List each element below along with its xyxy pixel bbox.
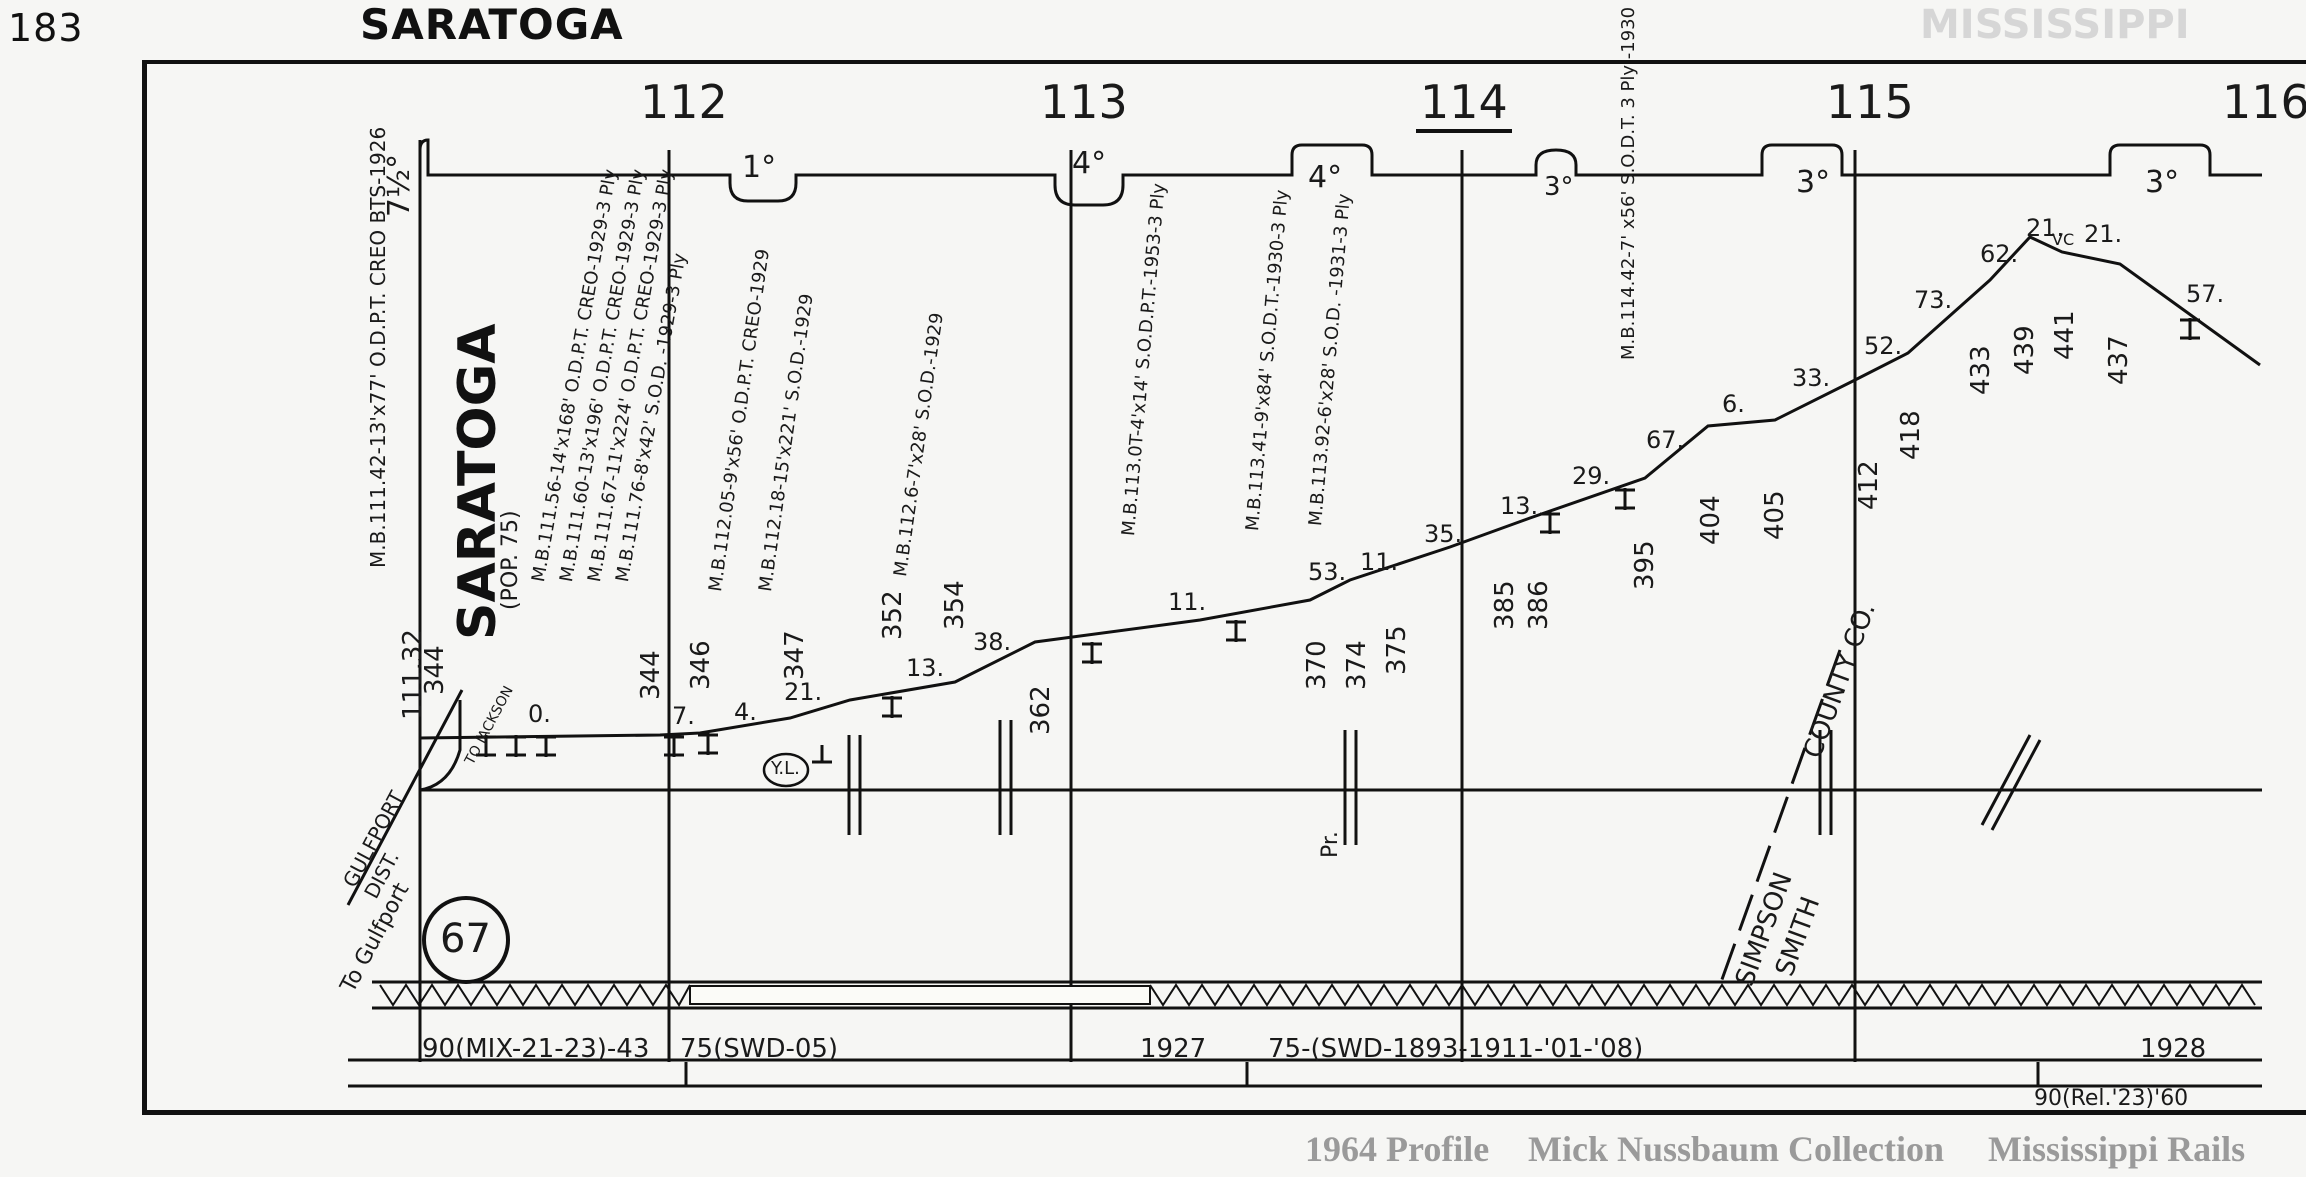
milepost-114: 114 <box>1416 75 1512 133</box>
curve-label-3: 4° <box>1308 160 1343 195</box>
elevation-11: 385 <box>1490 580 1520 630</box>
milepost-115: 115 <box>1826 75 1914 129</box>
curve-label-5: 3° <box>1796 165 1831 200</box>
grade-4: 21. <box>784 678 823 706</box>
rail-footnote: 90(Rel.'23)'60 <box>2034 1086 2189 1111</box>
elevation-19: 439 <box>2010 325 2040 375</box>
bridge-note-12: M.B.114.42-7' x56' S.O.D.T. 3 Ply -1930 <box>1618 6 1639 360</box>
grade-2: 7. <box>672 702 695 730</box>
elevation-17: 418 <box>1896 410 1926 460</box>
grade-16: 52. <box>1864 332 1903 360</box>
grade-5: 13. <box>906 654 945 682</box>
yard-limit-oval <box>762 752 810 788</box>
elevation-8: 370 <box>1302 640 1332 690</box>
private-crossing-label: Pr. <box>1318 831 1343 858</box>
curve-label-2: 4° <box>1072 146 1107 181</box>
county-line <box>1718 649 1842 986</box>
credit-site: Mississippi Rails <box>1988 1129 2246 1169</box>
road-crossings <box>812 720 2042 845</box>
rail-section-5: 1928 <box>2140 1034 2207 1064</box>
bridge-note-1: M.B.111.42-13'x77' O.D.P.T. CREO BTS-192… <box>366 126 390 568</box>
elevation-18: 433 <box>1966 345 1996 395</box>
elevation-21: 437 <box>2104 335 2134 385</box>
grade-9: 11. <box>1360 548 1399 576</box>
elevation-20: 441 <box>2050 310 2080 360</box>
bridge-symbols <box>476 318 2200 757</box>
grade-12: 29. <box>1572 462 1611 490</box>
ballast-pattern <box>379 983 2256 1007</box>
grade-7: 11. <box>1168 588 1207 616</box>
grade-3: 4. <box>734 698 757 726</box>
vertical-curve-label: VC <box>2052 230 2075 249</box>
elevation-16: 412 <box>1854 460 1884 510</box>
grade-14: 6. <box>1722 390 1745 418</box>
grade-17: 73. <box>1914 286 1953 314</box>
elevation-2: 344 <box>636 650 666 700</box>
grade-profile <box>419 235 2261 740</box>
curvature-line <box>418 138 2262 207</box>
grade-11: 13. <box>1500 492 1539 520</box>
elevation-7: 362 <box>1026 685 1056 735</box>
credit-collection: Mick Nussbaum Collection <box>1528 1129 1945 1169</box>
ghost-title: MISSISSIPPI <box>1920 2 2190 48</box>
elevation-10: 375 <box>1382 625 1412 675</box>
milepost-116: 116 <box>2222 75 2306 129</box>
elevation-6: 354 <box>940 580 970 630</box>
rail-section-1: 90(MIX-21-23)-43 <box>422 1034 650 1064</box>
station-population: (POP. 75) <box>498 510 523 610</box>
elevation-9: 374 <box>1342 640 1372 690</box>
yard-limit-label: Y.L. <box>771 758 800 779</box>
grade-13: 67. <box>1646 426 1685 454</box>
rail-section-3: 1927 <box>1140 1034 1207 1064</box>
elevation-4: 347 <box>780 630 810 680</box>
curve-label-4: 3° <box>1544 172 1574 202</box>
grade-1: 0. <box>528 700 551 728</box>
grade-15: 33. <box>1792 364 1831 392</box>
grade-19: 21. <box>2026 214 2065 242</box>
grade-8: 53. <box>1308 558 1347 586</box>
curve-label-1: 1° <box>742 150 777 185</box>
page-number: 183 <box>8 6 84 50</box>
elevation-14: 404 <box>1696 495 1726 545</box>
elevation-5: 352 <box>878 590 908 640</box>
milepost-112: 112 <box>640 75 728 129</box>
grade-21: 57. <box>2186 280 2225 308</box>
elevation-12: 386 <box>1524 580 1554 630</box>
rail-section-4: 75-(SWD-1893-1911-'01-'08) <box>1268 1034 1644 1064</box>
grade-10: 35. <box>1424 520 1463 548</box>
branch-track <box>419 700 462 792</box>
curve-label-6: 3° <box>2145 165 2180 200</box>
grade-18: 62. <box>1980 240 2019 268</box>
station-title: SARATOGA <box>360 0 624 49</box>
milepost-113: 113 <box>1040 75 1128 129</box>
profile-frame <box>142 60 2306 1115</box>
highway-number: 67 <box>440 916 491 962</box>
rail-section-2: 75(SWD-05) <box>680 1034 839 1064</box>
gulfport-branch <box>346 689 464 906</box>
grade-6: 38. <box>973 628 1012 656</box>
elevation-1: 344 <box>420 645 450 695</box>
elevation-15: 405 <box>1760 490 1790 540</box>
elevation-3: 346 <box>686 640 716 690</box>
grade-20: 21. <box>2084 220 2123 248</box>
elevation-13: 395 <box>1630 540 1660 590</box>
highway-shield <box>422 896 510 984</box>
credit-year-profile: 1964 Profile <box>1305 1129 1490 1169</box>
